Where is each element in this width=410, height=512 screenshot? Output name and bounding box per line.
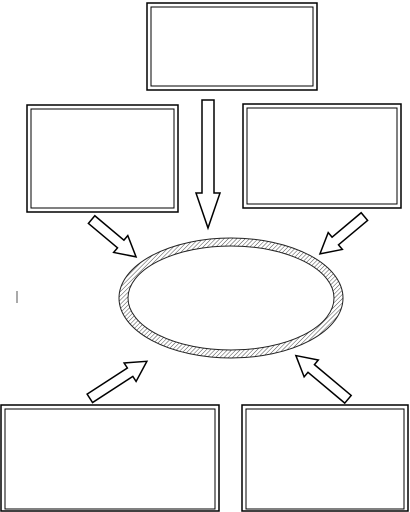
box-middle-left <box>26 104 179 213</box>
arrow-bottom-left <box>86 360 149 404</box>
center-ellipse <box>118 237 344 359</box>
box-middle-right <box>242 103 402 209</box>
arrow-middle-right <box>318 211 369 255</box>
arrow-top-down <box>194 99 222 231</box>
arrow-middle-left <box>87 214 138 258</box>
arrow-bottom-right <box>294 354 353 405</box>
box-bottom-right <box>241 404 409 512</box>
box-top <box>146 2 318 91</box>
box-bottom-left <box>0 404 220 512</box>
